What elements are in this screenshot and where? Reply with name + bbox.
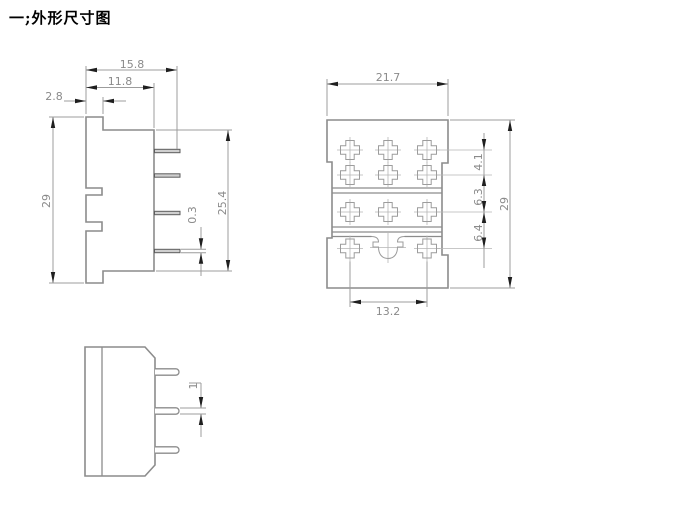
bottom-view-outline (326, 119, 449, 289)
svg-text:6.3: 6.3 (472, 188, 485, 206)
side-view-outline (85, 116, 155, 284)
dim-side-total-width: 15.8 (85, 58, 178, 149)
svg-text:1: 1 (187, 383, 200, 390)
dim-bottom-width: 21.7 (326, 71, 449, 116)
svg-text:29: 29 (498, 197, 511, 211)
front-view-outline (84, 346, 156, 477)
dim-side-body-height: 25.4 (156, 129, 232, 272)
svg-text:2.8: 2.8 (45, 90, 63, 103)
pin-socket-grid (336, 136, 441, 262)
bottom-view: 21.7 4.1 6.3 6.4 29 (326, 71, 515, 318)
dim-bottom-row-gaps: 4.1 6.3 6.4 (472, 133, 487, 268)
svg-text:4.1: 4.1 (472, 153, 485, 171)
svg-text:25.4: 25.4 (216, 191, 229, 216)
svg-text:0.3: 0.3 (186, 206, 199, 224)
row-centerline-extensions (437, 149, 492, 249)
svg-text:6.4: 6.4 (472, 224, 485, 242)
page-title: 一;外形尺寸图 (9, 9, 112, 27)
side-view-pins (154, 148, 181, 254)
svg-text:29: 29 (40, 194, 53, 208)
side-view: 15.8 11.8 2.8 (40, 58, 232, 284)
dim-bottom-height: 29 (450, 119, 515, 289)
front-view: 1 (84, 346, 206, 477)
dim-front-pin-thickness: 1 (180, 382, 206, 437)
dim-side-outer-height: 29 (40, 116, 84, 284)
front-view-pins (155, 368, 180, 454)
svg-text:15.8: 15.8 (120, 58, 145, 71)
dim-side-lip-width: 2.8 (45, 90, 126, 114)
keyhole-slot (370, 233, 406, 263)
svg-text:13.2: 13.2 (376, 305, 401, 318)
dim-side-pin-thickness: 0.3 (181, 206, 206, 276)
dim-side-body-width: 11.8 (86, 75, 155, 128)
svg-text:21.7: 21.7 (376, 71, 401, 84)
svg-text:11.8: 11.8 (108, 75, 133, 88)
dim-bottom-pin-span: 13.2 (349, 261, 428, 318)
